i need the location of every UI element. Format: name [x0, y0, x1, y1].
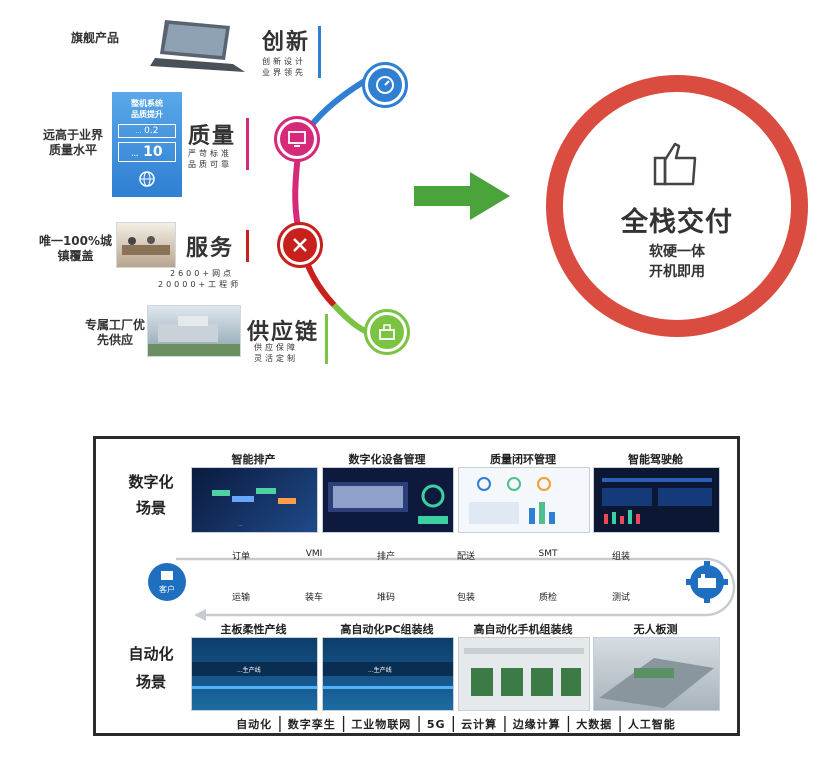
- box-icon: [161, 571, 173, 580]
- innovation-sub-2: 业界领先: [262, 68, 306, 77]
- process-flow-loop: [176, 557, 736, 621]
- thumb-smart-scheduling: ...: [191, 467, 318, 533]
- quality-icon: [274, 116, 320, 162]
- title-quality: 质量: [188, 124, 237, 149]
- gauge-icon: [376, 76, 394, 94]
- digital-scene-label-1: 数字化: [128, 473, 174, 491]
- laptop-image: [145, 18, 250, 74]
- divider-supply: [325, 314, 328, 364]
- thumb-mainboard-line: ...生产线: [191, 637, 318, 711]
- green-arrow: [414, 172, 510, 220]
- quality-panel-rate: 0.2: [144, 126, 159, 136]
- side-label-service: 唯一100%城镇覆盖: [38, 234, 113, 263]
- thumb-title-smart-scheduling: 智能排产: [231, 453, 276, 466]
- thumb-device-mgmt: [322, 467, 454, 533]
- thumb-phone-line: [458, 637, 590, 711]
- service-sub-2: 20000+工程师: [158, 280, 242, 289]
- thumbs-up-icon: [653, 142, 697, 186]
- divider-quality: [246, 118, 249, 170]
- auto-scene-label-2: 场景: [135, 673, 166, 691]
- quality-sub-1: 严苛标准: [188, 149, 232, 158]
- service-icon: [277, 222, 323, 268]
- flow-packing: 包装: [456, 593, 475, 603]
- quality-panel-line2: 品质提升: [131, 110, 163, 119]
- quality-panel-rate2: 10: [143, 144, 163, 160]
- customer-label: 客户: [159, 585, 175, 594]
- flow-testing: 测试: [611, 593, 630, 603]
- smart-scheduling-caption: ...: [238, 522, 243, 528]
- tech-iiot: 工业物联网: [351, 718, 412, 731]
- thumb-cockpit: [593, 467, 720, 533]
- title-service: 服务: [186, 236, 235, 261]
- side-label-quality: 远高于业界质量水平: [42, 128, 103, 157]
- scenario-panel: 数字化 场景 智能排产 ... 数字化设备管理 质量闭环管理 智能驾驶舱 客户 …: [93, 436, 740, 736]
- tech-bar: 自动化 | 数字孪生 | 工业物联网 | 5G | 云计算 | 边缘计算 | 大…: [236, 713, 676, 732]
- supply-icon: [364, 309, 410, 355]
- flow-smt: SMT: [538, 549, 558, 559]
- thumb-title-quality-loop: 质量闭环管理: [490, 453, 556, 466]
- mainboard-overlay: ...生产线: [237, 666, 261, 674]
- factory-gear-icon: [686, 561, 728, 603]
- full-stack-line2: 开机即用: [649, 264, 705, 280]
- thumb-title-mainboard-line: 主板柔性产线: [220, 623, 287, 636]
- flow-assembly: 组装: [611, 552, 630, 562]
- thumb-title-phone-line: 高自动化手机组装线: [473, 623, 573, 636]
- quality-panel-rate-prefix: ...: [135, 128, 142, 135]
- tech-ai: 人工智能: [627, 718, 676, 731]
- full-stack-title: 全栈交付: [621, 207, 733, 238]
- thumb-title-device-mgmt: 数字化设备管理: [348, 453, 426, 466]
- thumb-title-unmanned-test: 无人板测: [633, 623, 678, 636]
- wrench-icon: [293, 238, 307, 252]
- monitor-icon: [288, 131, 306, 147]
- side-label-flagship: 旗舰产品: [70, 31, 119, 45]
- quality-panel: 整机系统 品质提升 ... 0.2 ... 10: [112, 92, 182, 197]
- innovation-sub-1: 创新设计: [262, 57, 306, 66]
- pc-line-overlay: ...生产线: [368, 666, 392, 674]
- supply-sub-1: 供应保障: [254, 343, 298, 352]
- title-innovation: 创新: [262, 30, 311, 55]
- tech-edge: 边缘计算: [512, 718, 561, 731]
- factory-image: [147, 305, 241, 357]
- quality-panel-rate2-prefix: ...: [131, 151, 139, 158]
- flow-order: 订单: [231, 552, 250, 562]
- customer-icon: 客户: [148, 563, 186, 601]
- tech-cloud: 云计算: [461, 718, 498, 731]
- thumb-title-cockpit: 智能驾驶舱: [628, 453, 683, 466]
- divider-service: [246, 230, 249, 262]
- digital-scene-label-2: 场景: [135, 499, 166, 517]
- warehouse-icon: [379, 324, 395, 340]
- office-image: [116, 222, 176, 268]
- flow-scheduling: 排产: [376, 552, 395, 562]
- quality-panel-line1: 整机系统: [131, 99, 163, 108]
- supply-sub-2: 灵活定制: [254, 354, 298, 363]
- auto-scene-label-1: 自动化: [128, 645, 174, 663]
- flow-loading: 装车: [304, 593, 323, 603]
- tech-big-data: 大数据: [576, 718, 613, 731]
- thumb-unmanned-test: [593, 637, 720, 711]
- title-supply-chain: 供应链: [247, 320, 320, 345]
- flow-inspection: 质检: [538, 593, 557, 603]
- flow-delivery: 配送: [456, 552, 475, 562]
- globe-icon: [139, 171, 155, 187]
- full-stack-circle: 全栈交付 软硬一体 开机即用: [546, 75, 808, 337]
- tech-automation: 自动化: [236, 718, 273, 731]
- flow-stacking: 堆码: [376, 593, 395, 603]
- divider-innovation: [318, 26, 321, 78]
- innovation-icon: [362, 62, 408, 108]
- flow-transport: 运输: [231, 593, 250, 603]
- side-label-supply: 专属工厂优先供应: [85, 318, 146, 347]
- service-sub-1: 2600+网点: [170, 269, 235, 278]
- tech-digital-twin: 数字孪生: [287, 718, 336, 731]
- flow-vmi: VMI: [305, 549, 323, 559]
- thumb-quality-loop: [458, 467, 590, 533]
- tech-5g: 5G: [426, 718, 446, 731]
- thumb-pc-line: ...生产线: [322, 637, 454, 711]
- thumb-title-pc-line: 高自动化PC组装线: [340, 623, 434, 636]
- quality-sub-2: 品质可靠: [188, 160, 232, 169]
- full-stack-line1: 软硬一体: [649, 244, 705, 260]
